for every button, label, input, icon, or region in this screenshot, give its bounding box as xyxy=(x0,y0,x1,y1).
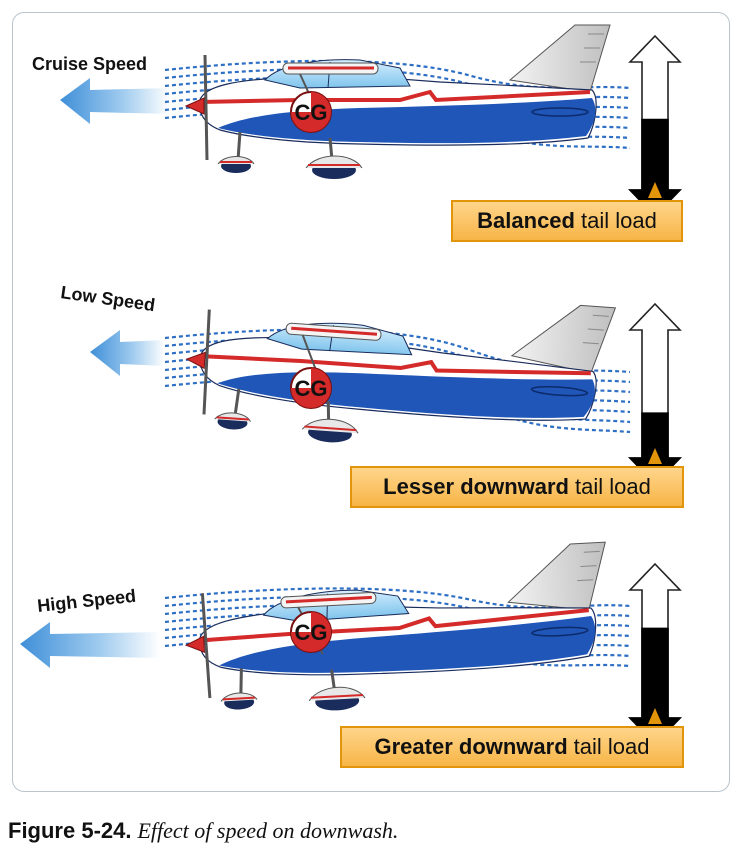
speed-label: Low Speed xyxy=(59,282,156,315)
speed-label: High Speed xyxy=(36,586,137,616)
panel-2: CG Low Speed xyxy=(59,276,682,486)
load-suffix: tail load xyxy=(573,734,650,759)
load-keyword: Greater downward xyxy=(374,734,568,759)
motion-arrow xyxy=(60,78,170,124)
load-keyword: Lesser downward xyxy=(383,474,569,499)
figure-caption: Figure 5-24.Effect of speed on downwash. xyxy=(8,818,398,844)
airplane xyxy=(179,276,618,464)
cg-label: CG xyxy=(295,100,328,125)
tail-load-arrow xyxy=(628,563,682,746)
airplane xyxy=(184,23,612,181)
caption-number: Figure 5-24. xyxy=(8,818,132,843)
motion-arrow xyxy=(20,622,160,668)
load-suffix: tail load xyxy=(575,474,651,499)
airplane xyxy=(182,542,613,718)
cg-marker: CG xyxy=(290,91,332,133)
motion-arrow xyxy=(90,330,165,376)
load-suffix: tail load xyxy=(580,208,657,233)
panel-1: CG Cruise Speed xyxy=(32,23,682,218)
load-keyword: Balanced xyxy=(477,208,575,233)
cg-label: CG xyxy=(295,620,328,645)
caption-text: Effect of speed on downwash. xyxy=(137,818,399,843)
cg-marker: CG xyxy=(290,611,332,653)
cg-marker: CG xyxy=(290,367,332,409)
cg-label: CG xyxy=(295,376,328,401)
speed-label: Cruise Speed xyxy=(32,54,147,74)
tail-load-arrow xyxy=(628,303,682,486)
tail-load-arrow xyxy=(628,35,682,218)
panel-3: CG High Speed xyxy=(20,542,682,746)
